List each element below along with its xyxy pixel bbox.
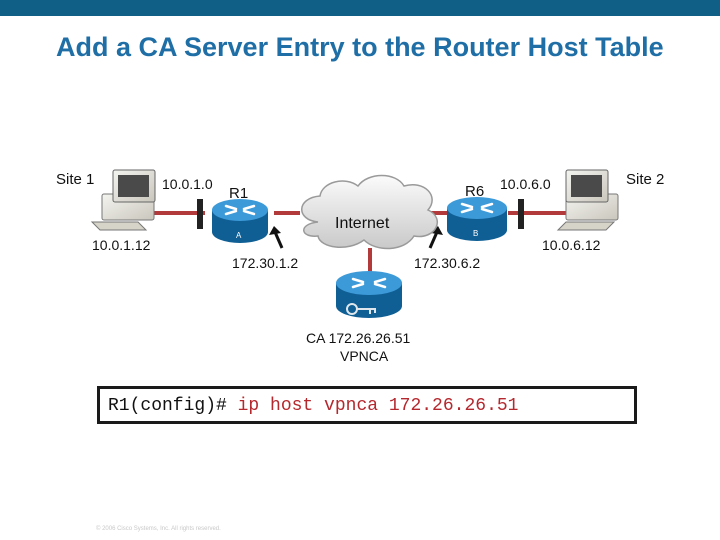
r1-badge: A: [236, 231, 242, 240]
host-left-label: 10.0.1.12: [92, 237, 151, 253]
host-right-label: 10.0.6.12: [542, 237, 601, 253]
interface-arrows: [269, 226, 443, 249]
internet-cloud: [301, 174, 439, 250]
r1-label: R1: [229, 185, 249, 202]
ca-name-label: VPNCA: [340, 348, 389, 364]
ca-ip-label: CA 172.26.26.51: [306, 330, 411, 346]
r6-label: R6: [465, 183, 485, 200]
cli-command: ip host vpnca 172.26.26.51: [237, 396, 519, 416]
top-bar: [0, 0, 720, 16]
cli-prompt: R1(config)#: [108, 396, 238, 416]
pc-site2-icon: [556, 169, 619, 231]
copyright-footer: © 2006 Cisco Systems, Inc. All rights re…: [96, 526, 221, 532]
net-right-label: 10.0.6.0: [500, 176, 551, 192]
router-r1-icon: [212, 199, 268, 243]
ca-server-router-icon: [336, 271, 402, 318]
internet-label: Internet: [335, 215, 390, 232]
net-left-label: 10.0.1.0: [162, 176, 213, 192]
r6-ip-label: 172.30.6.2: [414, 255, 481, 271]
pc-site1-icon: [90, 169, 156, 231]
key-icon: [346, 303, 376, 315]
page-title: Add a CA Server Entry to the Router Host…: [56, 32, 664, 62]
r1-ip-label: 172.30.1.2: [232, 255, 299, 271]
network-links: [150, 199, 568, 272]
router-r6-icon: [447, 197, 507, 241]
site1-label: Site 1: [56, 171, 95, 188]
r6-badge: B: [473, 229, 479, 238]
site2-label: Site 2: [626, 171, 665, 188]
network-diagram: [90, 169, 619, 318]
cli-command-box: R1(config)# ip host vpnca 172.26.26.51: [97, 386, 637, 424]
